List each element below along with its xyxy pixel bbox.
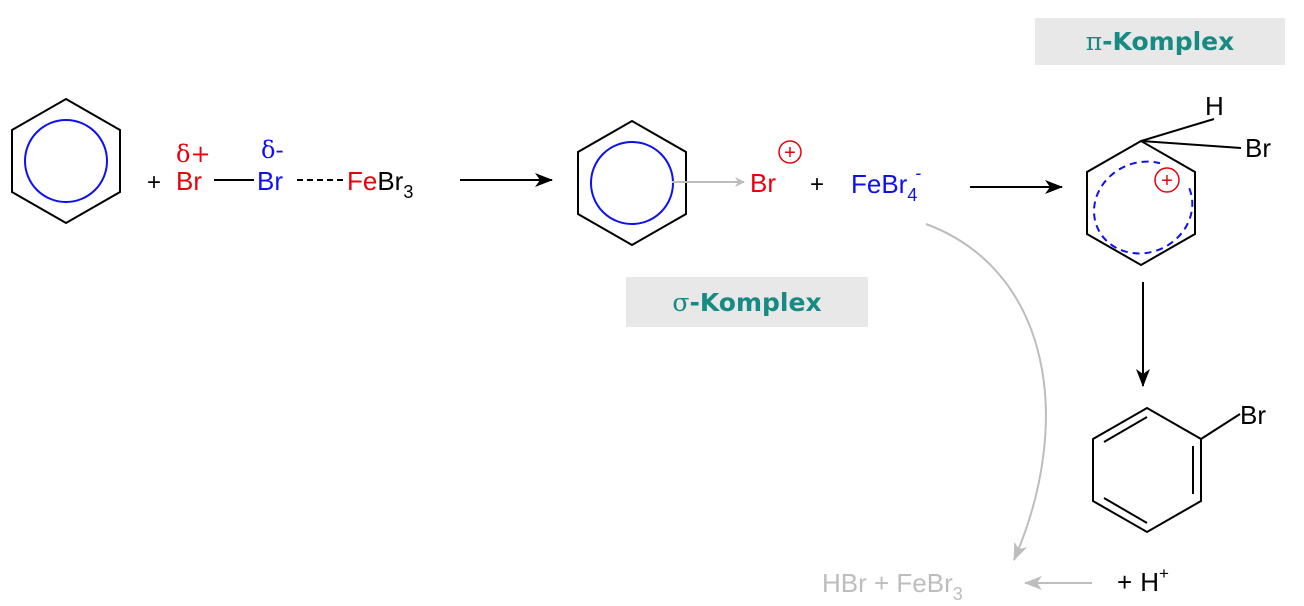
sigma-complex-label: σ-Komplex xyxy=(626,277,868,327)
bromine-atom-a: Br xyxy=(176,166,202,196)
positive-charge-icon xyxy=(778,140,802,164)
bromine-cation-atom: Br xyxy=(750,168,776,198)
benzene-pi-complex xyxy=(577,119,745,247)
double-bond-line xyxy=(1103,416,1148,443)
tetrabromoferrate: FeBr4- xyxy=(851,163,921,205)
aromatic-circle xyxy=(590,141,674,225)
arenium-ion: + H Br xyxy=(1086,91,1271,267)
bromonium-cation: Br + xyxy=(750,140,802,198)
plus-sign-1: + xyxy=(147,169,161,196)
aromatic-circle xyxy=(24,119,108,203)
arenium-charge-icon xyxy=(1154,167,1180,193)
product-ring xyxy=(1092,406,1202,534)
double-bond-line xyxy=(1103,497,1148,524)
delta-minus-label: δ- xyxy=(261,136,284,164)
sigma-complex-label-box xyxy=(626,277,868,327)
benzene-ring xyxy=(577,119,687,247)
arenium-charge-sign: + xyxy=(1161,170,1173,192)
delocalized-charge-arc xyxy=(1093,160,1194,255)
bromine-atom-b: Br xyxy=(257,166,283,196)
hydrogen-atom: H xyxy=(1205,91,1224,121)
arenium-ring xyxy=(1086,139,1196,267)
positive-charge-sign: + xyxy=(784,142,796,164)
product-bromine: Br xyxy=(1240,400,1266,430)
benzene-reactant xyxy=(11,97,121,225)
benzene-ring xyxy=(11,97,121,225)
curved-recycle-arrow xyxy=(925,223,1047,561)
bromine-substituent: Br xyxy=(1245,133,1271,163)
pi-complex-label: π-Komplex xyxy=(1035,18,1285,65)
c-h-bond xyxy=(1140,118,1215,142)
c-br-bond xyxy=(1200,413,1241,440)
bromobenzene-product: Br xyxy=(1092,400,1266,534)
delta-plus-label: δ+ xyxy=(176,140,211,168)
pi-complex-label-box xyxy=(1035,18,1285,65)
sigma-complex-label-text: σ-Komplex xyxy=(672,288,821,317)
hbr-febr3-byproduct: HBr + FeBr3 xyxy=(822,568,963,604)
iron-tribromide: FeBr3 xyxy=(347,166,413,202)
pi-complex-label-text: π-Komplex xyxy=(1086,27,1235,56)
proton-byproduct: +H+ xyxy=(1117,564,1169,597)
bromine-lewis-acid-complex: δ+ δ- Br Br FeBr3 xyxy=(176,136,413,202)
plus-sign-2: + xyxy=(810,171,824,198)
c-br-bond xyxy=(1140,140,1242,149)
